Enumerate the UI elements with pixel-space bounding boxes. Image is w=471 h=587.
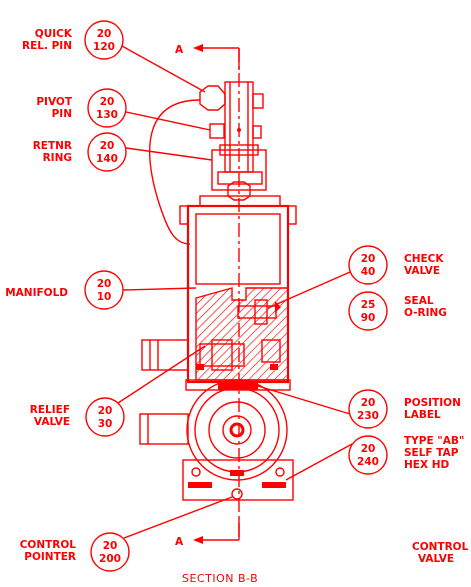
svg-text:VALVE: VALVE: [34, 416, 70, 428]
svg-text:10: 10: [97, 291, 112, 303]
svg-text:20: 20: [97, 28, 112, 40]
svg-text:200: 200: [99, 553, 121, 565]
svg-text:20: 20: [361, 397, 376, 409]
retainer-ring: [211, 149, 267, 191]
svg-text:90: 90: [361, 312, 376, 324]
balloon: [348, 435, 388, 475]
svg-text:20: 20: [97, 278, 112, 290]
section-title: SECTION B-B: [182, 572, 258, 585]
callout-manifold: MANIFOLD 20 10: [5, 270, 197, 310]
callout-self-tap-screw: 20 240 TYPE "AB" SELF TAP HEX HD: [285, 435, 464, 481]
callout-seal-o-ring: 25 90 SEAL O-RING: [348, 291, 447, 331]
manifold-body: [139, 204, 297, 445]
svg-text:QUICK: QUICK: [35, 28, 73, 40]
svg-text:LABEL: LABEL: [404, 409, 441, 421]
svg-text:O-RING: O-RING: [404, 307, 447, 319]
balloon: [84, 20, 124, 60]
balloon: [84, 270, 124, 310]
balloon: [348, 389, 388, 429]
svg-text:MANIFOLD: MANIFOLD: [5, 287, 68, 299]
control-pointer: [231, 488, 243, 500]
svg-text:CHECK: CHECK: [404, 253, 444, 265]
svg-text:RING: RING: [43, 152, 72, 164]
callout-control-pointer: CONTROL POINTER 20 200: [20, 496, 233, 572]
balloon: [87, 88, 127, 128]
svg-text:PIN: PIN: [52, 108, 72, 120]
svg-text:VALVE: VALVE: [404, 265, 440, 277]
lower-fitting: [139, 413, 189, 445]
svg-text:20: 20: [100, 96, 115, 108]
balloon: [87, 132, 127, 172]
pivot-pin-head: [209, 123, 225, 139]
svg-text:25: 25: [361, 299, 376, 311]
svg-text:VALVE: VALVE: [418, 553, 454, 565]
svg-text:40: 40: [361, 266, 376, 278]
balloon: [90, 532, 130, 572]
callout-control-valve: CONTROL VALVE: [412, 541, 469, 565]
svg-text:130: 130: [96, 109, 118, 121]
position-label-plate: [218, 382, 258, 390]
arrow-left-icon: [193, 536, 203, 544]
quick-release-pin: [199, 85, 226, 111]
side-fitting: [141, 339, 189, 371]
base-plate: [182, 459, 294, 501]
pin-assembly: [148, 81, 281, 245]
svg-text:POSITION: POSITION: [404, 397, 461, 409]
svg-text:140: 140: [96, 153, 118, 165]
callout-check-valve: 20 40 CHECK VALVE: [267, 245, 444, 309]
svg-text:RETNR: RETNR: [33, 140, 72, 152]
svg-text:230: 230: [357, 410, 379, 422]
svg-text:20: 20: [361, 253, 376, 265]
svg-text:30: 30: [98, 418, 113, 430]
svg-text:REL. PIN: REL. PIN: [22, 40, 72, 52]
svg-text:RELIEF: RELIEF: [30, 404, 70, 416]
relief-valve-bore: [199, 343, 245, 367]
svg-text:SEAL: SEAL: [404, 295, 434, 307]
svg-text:PIVOT: PIVOT: [36, 96, 72, 108]
svg-text:TYPE "AB": TYPE "AB": [404, 435, 464, 447]
section-marker-bottom: A: [175, 536, 184, 548]
control-valve-head: [182, 379, 294, 501]
arrow-left-icon: [193, 44, 203, 52]
callout-retainer-ring: RETNR RING 20 140: [33, 132, 213, 172]
callout-pivot-pin: PIVOT PIN 20 130: [36, 88, 211, 131]
section-marker-top: A: [175, 44, 184, 56]
svg-text:CONTROL: CONTROL: [412, 541, 469, 553]
svg-text:20: 20: [100, 140, 115, 152]
callout-quick-release-pin: QUICK REL. PIN 20 120: [22, 20, 206, 93]
balloon: [85, 397, 125, 437]
svg-text:SELF TAP: SELF TAP: [404, 447, 459, 459]
svg-text:20: 20: [98, 405, 113, 417]
svg-text:CONTROL: CONTROL: [20, 539, 77, 551]
svg-text:120: 120: [93, 41, 115, 53]
balloon: [348, 245, 388, 285]
balloon: [348, 291, 388, 331]
svg-text:POINTER: POINTER: [24, 551, 76, 563]
callout-relief-valve: RELIEF VALVE 20 30: [30, 345, 206, 437]
svg-text:240: 240: [357, 456, 379, 468]
callout-position-label: 20 230 POSITION LABEL: [257, 385, 461, 429]
svg-text:20: 20: [361, 443, 376, 455]
svg-text:20: 20: [103, 540, 118, 552]
svg-text:HEX HD: HEX HD: [404, 459, 449, 471]
